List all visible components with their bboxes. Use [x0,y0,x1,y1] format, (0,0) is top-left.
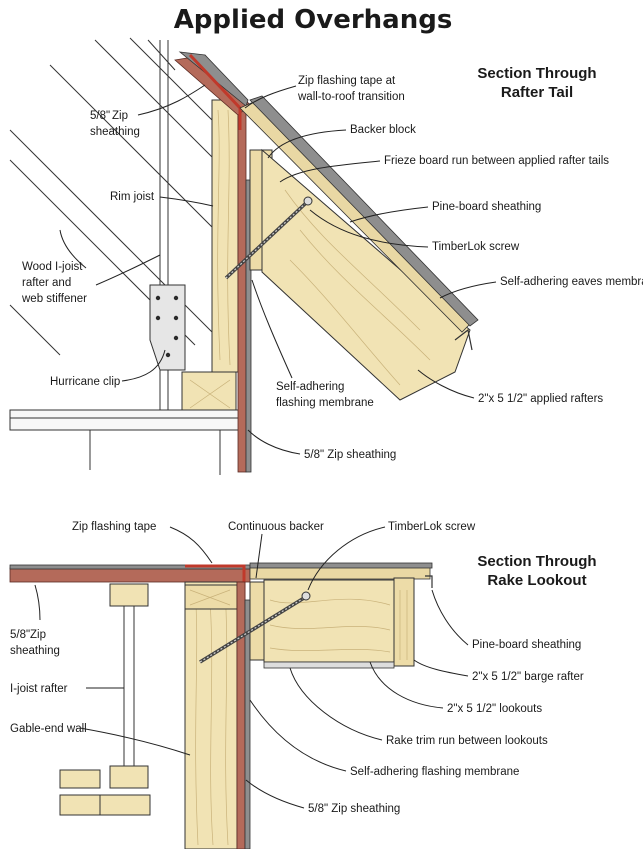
barge-rafter [393,577,415,667]
backer-block-label: Backer block [350,124,416,136]
ijoist-label-1: Wood I-joist [22,261,83,273]
applied-rafter-drawing [261,148,471,401]
continuous-backer-label: Continuous backer [228,521,324,533]
diagram-title: Applied Overhangs [174,5,453,35]
top-zip-label-2: sheathing [90,126,140,138]
flashing-membrane [245,179,252,473]
bottom-pine-board-label: Pine-board sheathing [472,639,581,651]
bottom-flashing-label: Self-adhering flashing membrane [350,766,519,778]
zip-roof-sheathing [9,567,251,583]
gable-wall-label: Gable-end wall [10,723,87,735]
rim-joist-label: Rim joist [110,191,155,203]
top-flashing-label-1: Self-adhering [276,381,344,393]
hurricane-clip-drawing [149,284,186,371]
top-section-title-line2: Rafter Tail [501,84,573,101]
barge-rafter-label: 2"x 5 1/2" barge rafter [472,671,584,683]
rim-joist-drawing [211,99,239,373]
continuous-backer [249,581,265,661]
top-zip-tape-label-1: Zip flashing tape at [298,75,396,87]
bottom-section-title-line1: Section Through [477,553,596,570]
lookouts-label: 2"x 5 1/2" lookouts [447,703,542,715]
top-zip-tape-label-2: wall-to-roof transition [297,91,405,103]
timberlok-label: TimberLok screw [432,241,520,253]
timberlok-screw-drawing [224,196,313,280]
bottom-timberlok-label: TimberLok screw [388,521,476,533]
lookout-drawing [263,579,395,663]
top-flashing-label-2: flashing membrane [276,397,374,409]
bottom-labels: Zip flashing tape Continuous backer Timb… [10,521,584,815]
bottom-timberlok-screw [199,591,311,664]
top-zip-label-1: Zip [112,110,128,122]
bottom-section-title-line2: Rake Lookout [487,572,586,589]
bottom-zip-label-2: sheathing [10,645,60,657]
frieze-board-label: Frieze board run between applied rafter … [384,155,609,167]
bottom-zip-tape-label: Zip flashing tape [72,521,156,533]
top-section-title-line1: Section Through [477,65,596,82]
top-zip-bottom-label: 5/8" Zip sheathing [304,449,396,461]
ijoist-label-3: web stiffener [21,293,87,305]
eaves-membrane-label: Self-adhering eaves membra [500,276,643,288]
gable-end-wall-drawing [184,581,238,849]
bottom-zip-label-1: Zip [30,629,46,641]
rafter-tail-section: Section Through Rafter Tail [9,37,597,475]
applied-rafters-label: 2"x 5 1/2" applied rafters [478,393,603,405]
pine-board-label: Pine-board sheathing [432,201,541,213]
top-zip-frac: 5/8" [90,110,110,122]
eaves-membrane [249,95,479,327]
ijoist-rafter-label: I-joist rafter [10,683,68,695]
ijoist-label-2: rafter and [22,277,71,289]
top-labels: 5/8" Zip sheathing Zip flashing tape at … [21,75,643,461]
zip-sheathing-wall [237,109,247,473]
hurricane-clip-label: Hurricane clip [50,376,120,388]
rake-lookout-section: Section Through Rake Lookout [9,553,597,849]
rake-trim-label: Rake trim run between lookouts [386,735,548,747]
bottom-zip-frac: 5/8" [10,629,30,641]
bottom-zip-bottom-label: 5/8" Zip sheathing [308,803,400,815]
